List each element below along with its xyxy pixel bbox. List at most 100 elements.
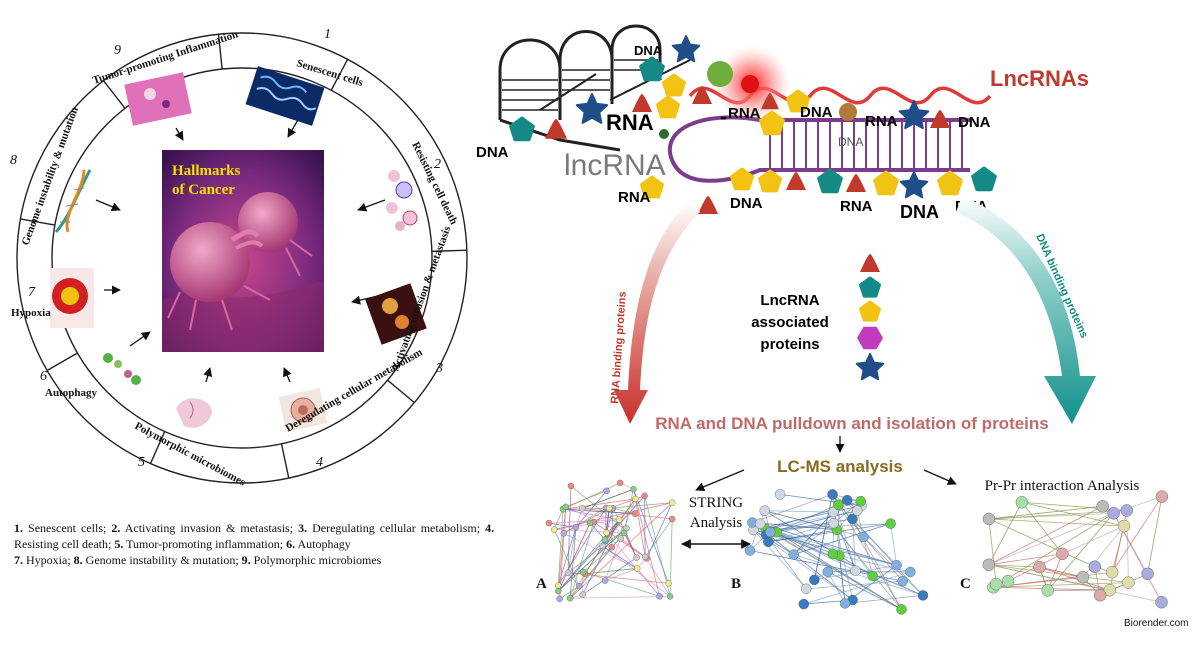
dna-label-duplex: DNA	[838, 135, 863, 149]
rna-label-mid: RNA	[728, 105, 761, 122]
arrow-6	[130, 332, 150, 346]
network-node	[760, 506, 770, 516]
wheel-divider	[388, 380, 415, 402]
network-node	[618, 535, 624, 541]
network-node	[657, 593, 663, 599]
binding-arrows: RNA binding proteins DNA binding protein…	[609, 196, 1096, 424]
protein-pentagon	[511, 118, 534, 140]
assoc-line2: associated	[751, 314, 829, 331]
arrow-8	[96, 200, 120, 210]
protein-triangle	[545, 119, 567, 139]
legend-num-7: 7.	[14, 553, 23, 567]
rna-binding-label: RNA binding proteins	[609, 291, 629, 404]
network-node	[669, 516, 675, 522]
network-edge	[989, 502, 1022, 565]
center-image: Hallmarks of Cancer	[162, 150, 324, 352]
assoc-line1: LncRNA	[760, 292, 819, 309]
network-node	[632, 496, 638, 502]
protein-triangle	[846, 174, 866, 192]
network-node	[983, 513, 995, 525]
network-node	[1122, 577, 1134, 589]
network-node	[669, 500, 675, 506]
panel-a-label: A	[536, 576, 547, 592]
dna-label-lower-right: DNA	[900, 202, 939, 222]
network-node	[1002, 575, 1014, 587]
network-node	[634, 565, 640, 571]
dna-label-left: DNA	[476, 144, 509, 161]
network-node	[918, 590, 928, 600]
network-node	[546, 520, 552, 526]
rna-label-right: RNA	[865, 113, 898, 130]
dna-label-mid: DNA	[800, 104, 833, 121]
legend-num-6: 6.	[286, 537, 295, 551]
minus-label: -	[720, 104, 727, 129]
segment-label-6: Autophagy	[45, 387, 97, 399]
arrow-2	[358, 200, 385, 210]
protein-pentagon	[658, 97, 679, 117]
lcms-arrow-right	[924, 470, 956, 484]
network-node	[801, 584, 811, 594]
network-node	[576, 583, 582, 589]
segment-label-4: Deregulating cellular metabolism	[284, 346, 425, 434]
network-node	[642, 493, 648, 499]
network-node	[568, 483, 574, 489]
dna-label-top: DNA	[634, 43, 663, 58]
network-node	[799, 599, 809, 609]
protein-star	[900, 101, 929, 128]
protein-pentagon	[664, 75, 685, 95]
network-node	[604, 488, 610, 494]
network-node	[765, 527, 775, 537]
network-node	[561, 530, 567, 536]
network-node	[1094, 589, 1106, 601]
network-node	[775, 489, 785, 499]
network-edge	[1112, 497, 1162, 573]
network-node	[642, 554, 648, 560]
network-edge	[989, 565, 1162, 602]
lncrna-label: lncRNA	[564, 149, 666, 182]
network-node	[579, 505, 585, 511]
string-line1: STRING	[689, 495, 743, 511]
network-node	[573, 524, 579, 530]
network-node	[1042, 584, 1054, 596]
senescent-cells-image	[246, 66, 325, 126]
network-node	[632, 511, 638, 517]
segment-number-5: 5	[138, 455, 145, 470]
network-node	[1118, 520, 1130, 532]
network-node	[896, 604, 906, 614]
network-node	[1156, 596, 1168, 608]
network-node	[1142, 568, 1154, 580]
legend-text-8: Genome instability & mutation;	[86, 553, 239, 567]
center-title-line1: Hallmarks	[172, 163, 240, 179]
network-edge	[583, 547, 612, 572]
network-edge	[647, 503, 673, 559]
segment-number-9: 9	[114, 43, 121, 58]
protein-pentagon	[973, 168, 996, 190]
network-node	[557, 596, 563, 602]
rna-label-lower-mid: RNA	[840, 198, 873, 215]
legend-num-1: 1.	[14, 521, 23, 535]
protein-triangle	[698, 196, 718, 214]
wheel-divider	[103, 81, 125, 109]
network-node	[840, 598, 850, 608]
panel-c-label: C	[960, 576, 971, 592]
network-node	[1108, 507, 1120, 519]
network-node	[829, 518, 839, 528]
network-edge	[583, 558, 637, 595]
network-node	[1106, 566, 1118, 578]
legend-num-8: 8.	[74, 553, 83, 567]
network-node	[1034, 561, 1046, 573]
network-node	[634, 555, 640, 561]
network-node	[616, 517, 622, 523]
segment-number-4: 4	[316, 455, 323, 470]
network-node	[898, 576, 908, 586]
network-edge	[989, 519, 996, 584]
associated-proteins: LncRNA associated proteins	[751, 254, 883, 379]
protein-blob	[707, 61, 733, 87]
network-node	[1121, 504, 1133, 516]
legend-num-3: 3.	[298, 521, 307, 535]
network-node	[842, 495, 852, 505]
protein-star	[577, 94, 607, 123]
network-node	[580, 592, 586, 598]
legend-text-1: Senescent cells;	[28, 521, 106, 535]
network-node	[828, 489, 838, 499]
